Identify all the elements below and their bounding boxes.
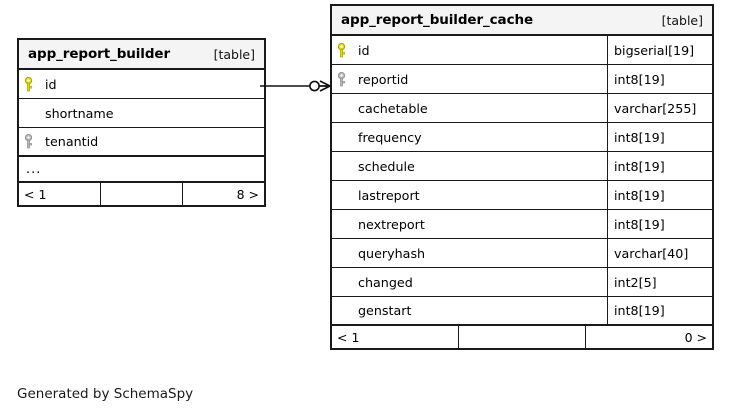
table-row[interactable]: queryhash varchar[40] [332,239,712,268]
column-name: lastreport [358,187,420,203]
footer-parent-count[interactable]: < 1 [24,186,47,202]
no-key-spacer [332,152,351,180]
footer-middle [458,326,586,348]
table-row[interactable]: genstart int8[19] [332,297,712,326]
generated-by-caption: Generated by SchemaSpy [17,386,194,402]
column-type: int8[19] [607,210,712,238]
no-key-spacer [332,94,351,122]
column-list: id bigserial[19] reportid int8[19] cache… [332,36,712,326]
table-title: app_report_builder_cache [341,12,534,28]
no-key-spacer [332,210,351,238]
table-row[interactable]: tenantid [19,128,264,157]
table-header: app_report_builder_cache [table] [332,6,712,36]
column-name: genstart [358,303,412,318]
column-type: int8[19] [607,181,712,209]
table-title: app_report_builder [28,46,171,62]
table-row[interactable]: nextreport int8[19] [332,210,712,239]
table-row[interactable]: id bigserial[19] [332,36,712,65]
primary-key-icon [19,70,38,98]
index-key-icon [19,128,38,155]
column-name: tenantid [45,134,99,149]
no-key-spacer [332,181,351,209]
column-name: reportid [358,71,409,87]
no-key-spacer [332,268,351,296]
column-type: varchar[255] [607,94,712,122]
column-name: id [358,42,370,58]
column-name: schedule [358,158,415,174]
table-type-tag: [table] [661,12,703,28]
footer-middle [100,183,183,205]
table-type-tag: [table] [213,46,255,62]
column-type: varchar[40] [607,239,712,267]
column-type: int2[5] [607,268,712,296]
no-key-spacer [332,239,351,267]
column-type: int8[19] [607,65,712,93]
column-list: id shortname tenantid ... [19,70,264,183]
column-name: id [45,76,57,92]
relationship-connector[interactable] [260,70,338,102]
footer-child-count[interactable]: 8 > [236,186,259,202]
footer-parent-count[interactable]: < 1 [337,329,360,345]
table-footer: < 1 0 > [332,326,712,348]
table-row[interactable]: cachetable varchar[255] [332,94,712,123]
index-key-icon [332,65,351,93]
footer-child-count[interactable]: 0 > [684,329,707,345]
column-name: changed [358,274,413,290]
column-name: cachetable [358,100,428,116]
table-box-app-report-builder[interactable]: app_report_builder [table] id shortname [17,38,266,207]
no-key-spacer [332,297,351,324]
column-name: queryhash [358,245,426,261]
column-name: shortname [45,105,114,121]
table-header: app_report_builder [table] [19,40,264,70]
table-row[interactable]: shortname [19,99,264,128]
no-key-spacer [19,99,38,127]
table-row[interactable]: id [19,70,264,99]
column-type: int8[19] [607,123,712,151]
no-key-spacer [332,123,351,151]
column-name: frequency [358,129,422,145]
table-row[interactable]: schedule int8[19] [332,152,712,181]
column-type: int8[19] [607,152,712,180]
column-type: int8[19] [607,297,712,324]
table-row[interactable]: lastreport int8[19] [332,181,712,210]
table-footer: < 1 8 > [19,183,264,205]
primary-key-icon [332,36,351,64]
table-row[interactable]: frequency int8[19] [332,123,712,152]
table-row[interactable]: reportid int8[19] [332,65,712,94]
more-columns-indicator[interactable]: ... [19,157,264,183]
column-name: nextreport [358,216,425,232]
table-box-app-report-builder-cache[interactable]: app_report_builder_cache [table] id bigs… [330,4,714,350]
column-type: bigserial[19] [607,36,712,64]
table-row[interactable]: changed int2[5] [332,268,712,297]
